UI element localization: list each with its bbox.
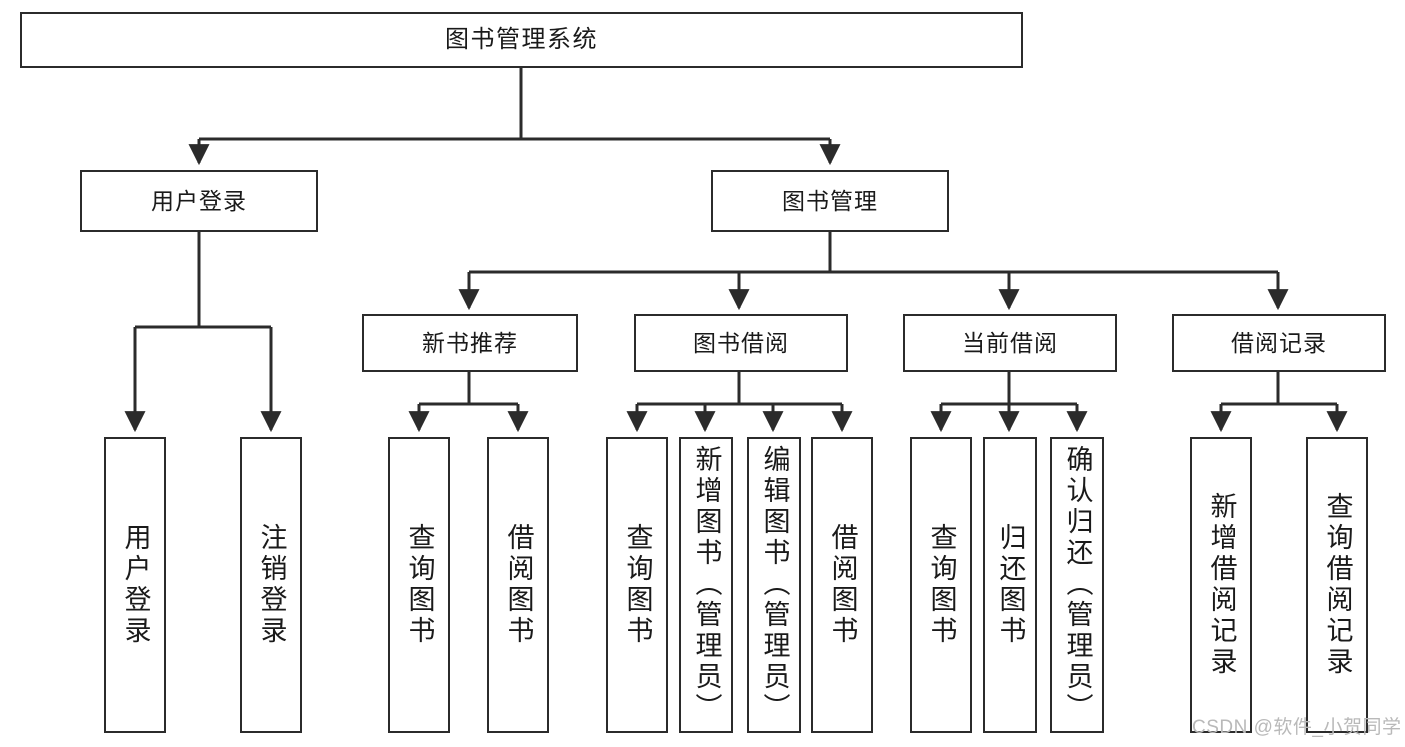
node-label: 图书管理 <box>782 187 878 214</box>
node-label: 用户登录 <box>151 187 247 214</box>
leaf-new-book-query[interactable]: 查询图书 <box>388 437 450 733</box>
node-label: 确认归还（管理员） <box>1062 445 1093 724</box>
leaf-user-login[interactable]: 用户登录 <box>104 437 166 733</box>
leaf-record-query[interactable]: 查询借阅记录 <box>1306 437 1368 733</box>
leaf-borrow-query-book[interactable]: 查询图书 <box>606 437 668 733</box>
leaf-record-add[interactable]: 新增借阅记录 <box>1190 437 1252 733</box>
node-label: 编辑图书（管理员） <box>759 445 790 724</box>
node-label: 查询图书 <box>404 523 435 647</box>
leaf-current-confirm-return[interactable]: 确认归还（管理员） <box>1050 437 1104 733</box>
node-label: 借阅图书 <box>827 523 858 647</box>
leaf-borrow-add-book[interactable]: 新增图书（管理员） <box>679 437 733 733</box>
leaf-new-book-borrow[interactable]: 借阅图书 <box>487 437 549 733</box>
node-label: 新书推荐 <box>422 329 518 356</box>
leaf-current-return-book[interactable]: 归还图书 <box>983 437 1037 733</box>
node-user-login[interactable]: 用户登录 <box>80 170 318 232</box>
node-current-borrow[interactable]: 当前借阅 <box>903 314 1117 372</box>
leaf-borrow-borrow-book[interactable]: 借阅图书 <box>811 437 873 733</box>
leaf-logout[interactable]: 注销登录 <box>240 437 302 733</box>
node-label: 借阅记录 <box>1231 329 1327 356</box>
node-book-management[interactable]: 图书管理 <box>711 170 949 232</box>
node-borrow-record[interactable]: 借阅记录 <box>1172 314 1386 372</box>
node-label: 查询图书 <box>622 523 653 647</box>
node-new-book-recommend[interactable]: 新书推荐 <box>362 314 578 372</box>
node-label: 借阅图书 <box>503 523 534 647</box>
leaf-current-query-book[interactable]: 查询图书 <box>910 437 972 733</box>
node-label: 新增图书（管理员） <box>691 445 722 724</box>
node-label: 图书借阅 <box>693 329 789 356</box>
node-label: 用户登录 <box>120 523 151 647</box>
csdn-watermark: CSDN @软件_小贺同学 <box>1192 717 1402 738</box>
node-book-borrow[interactable]: 图书借阅 <box>634 314 848 372</box>
node-label: 当前借阅 <box>962 329 1058 356</box>
node-label: 归还图书 <box>995 523 1026 647</box>
node-label: 注销登录 <box>256 523 287 647</box>
node-label: 查询借阅记录 <box>1322 492 1353 678</box>
node-label: 图书管理系统 <box>445 26 598 54</box>
leaf-borrow-edit-book[interactable]: 编辑图书（管理员） <box>747 437 801 733</box>
node-label: 查询图书 <box>926 523 957 647</box>
node-root-system[interactable]: 图书管理系统 <box>20 12 1023 68</box>
node-label: 新增借阅记录 <box>1206 492 1237 678</box>
